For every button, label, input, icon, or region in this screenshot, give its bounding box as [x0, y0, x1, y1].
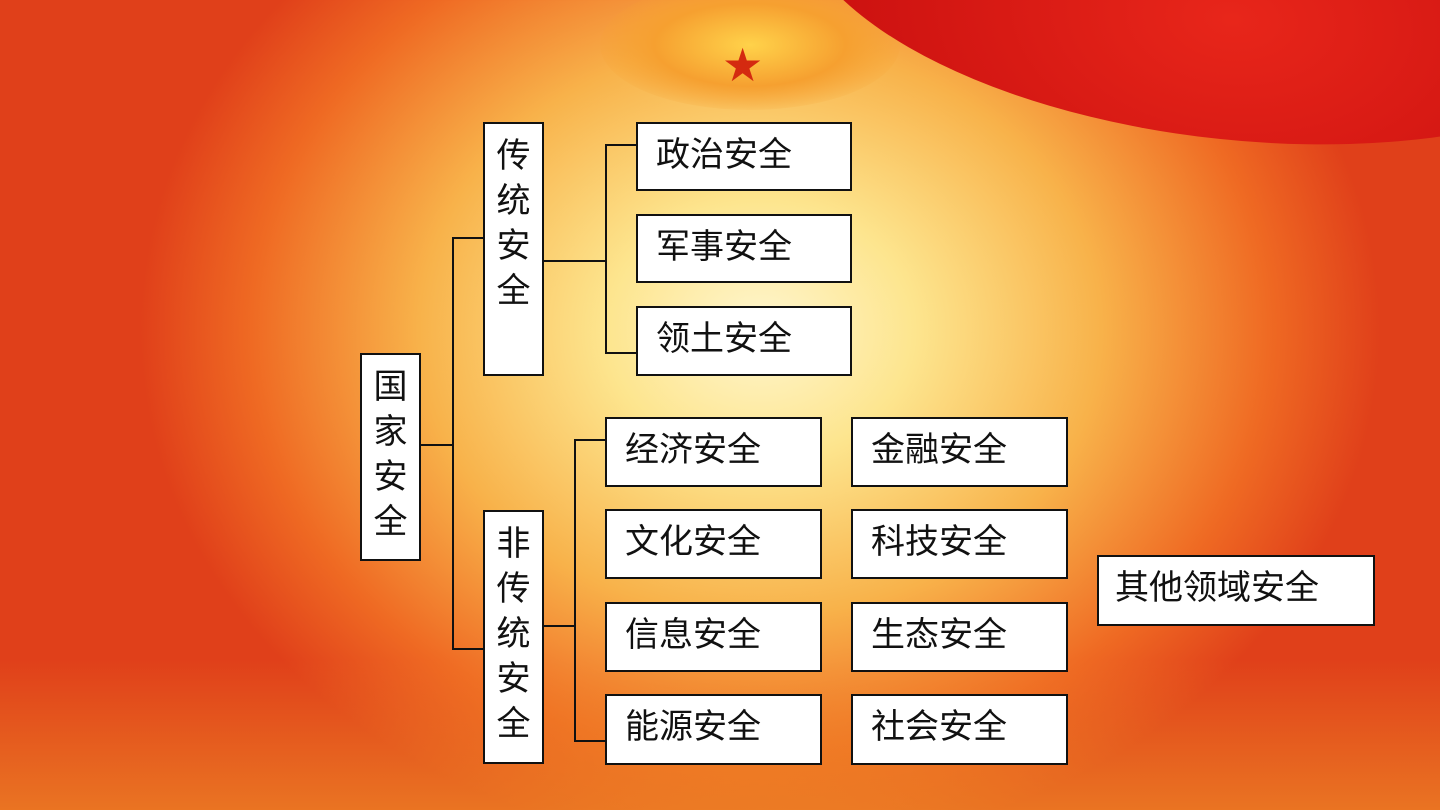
node-label: 金融安全 [871, 430, 1007, 470]
connector [574, 439, 607, 441]
traditional-node: 传统安全 [483, 122, 544, 376]
connector [574, 740, 607, 742]
node-social: 社会安全 [851, 694, 1068, 765]
node-financial: 金融安全 [851, 417, 1068, 487]
node-label: 领土安全 [656, 319, 792, 359]
node-ecological: 生态安全 [851, 602, 1068, 672]
node-other: 其他领域安全 [1097, 555, 1375, 626]
emblem-decoration [600, 0, 900, 110]
star-icon: ★ [722, 38, 764, 92]
node-label: 科技安全 [871, 522, 1007, 562]
node-political: 政治安全 [636, 122, 852, 191]
connector [452, 648, 484, 650]
connector [605, 352, 637, 354]
non-traditional-label: 非传统安全 [496, 524, 531, 744]
connector [452, 237, 484, 239]
connector [605, 144, 607, 354]
node-territorial: 领土安全 [636, 306, 852, 376]
node-label: 生态安全 [871, 615, 1007, 655]
node-label: 其他领域安全 [1115, 568, 1319, 608]
node-energy: 能源安全 [605, 694, 822, 765]
node-technology: 科技安全 [851, 509, 1068, 579]
node-label: 社会安全 [871, 707, 1007, 747]
node-label: 能源安全 [625, 707, 761, 747]
node-label: 信息安全 [625, 615, 761, 655]
root-node: 国家安全 [360, 353, 421, 561]
root-label: 国家安全 [373, 367, 408, 542]
traditional-label: 传统安全 [496, 136, 531, 311]
connector [544, 260, 607, 262]
node-military: 军事安全 [636, 214, 852, 283]
node-label: 军事安全 [656, 227, 792, 267]
connector [544, 625, 576, 627]
non-traditional-node: 非传统安全 [483, 510, 544, 764]
node-economic: 经济安全 [605, 417, 822, 487]
connector [421, 444, 454, 446]
node-information: 信息安全 [605, 602, 822, 672]
node-label: 经济安全 [625, 430, 761, 470]
node-label: 政治安全 [656, 135, 792, 175]
connector [452, 237, 454, 650]
connector [605, 144, 637, 146]
node-cultural: 文化安全 [605, 509, 822, 579]
node-label: 文化安全 [625, 522, 761, 562]
connector [574, 439, 576, 742]
